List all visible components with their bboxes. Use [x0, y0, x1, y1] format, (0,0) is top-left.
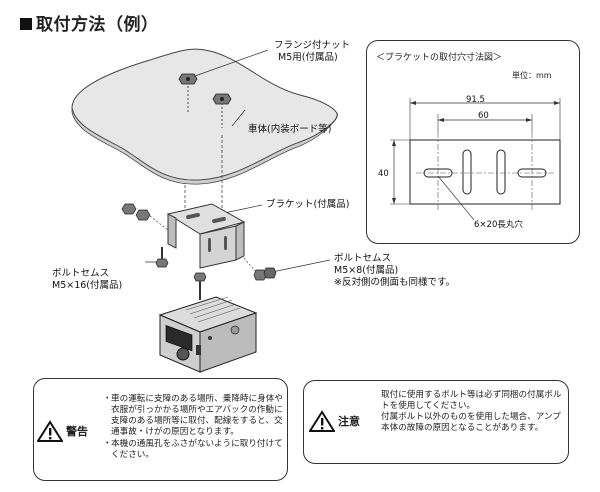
bracket-label: ブラケット(付属品) — [266, 199, 350, 210]
bolt-m5x16-icon — [155, 247, 169, 268]
bracket-dimension-box — [366, 40, 580, 244]
flange-nut-label: フランジ付ナット M5用(付属品) — [274, 40, 350, 64]
bolt-right-label: ボルトセムス M5×8(付属品) ※反対側の側面も同様です。 — [334, 253, 455, 289]
caution-text: 取付に使用するボルト等は必ず同梱の付属ボルトを使用してください。 付属ボルト以外… — [381, 390, 567, 434]
bracket-dimension-drawing — [390, 98, 561, 221]
flange-nut-label-line1: フランジ付ナット — [274, 40, 351, 51]
bolt-left-label-line2: M5×16(付属品) — [52, 280, 123, 291]
caution-triangle-icon — [309, 410, 335, 432]
caution-box — [303, 380, 569, 464]
title-marker-icon — [20, 18, 32, 30]
amplifier-unit-icon — [158, 296, 258, 373]
dim-height: 40 — [378, 169, 389, 179]
vehicle-board — [71, 48, 338, 181]
bolt-right-label-line2: M5×8(付属品) — [334, 265, 399, 276]
warning-triangle-icon — [37, 420, 63, 442]
bolt-left-label: ボルトセムス M5×16(付属品) — [52, 268, 122, 292]
warning-badge: 警告 — [37, 420, 88, 442]
bracket-icon — [166, 203, 246, 269]
bolt-right-label-line3: ※反対側の側面も同様です。 — [334, 277, 456, 288]
caution-line-2: 付属ボルト以外のものを使用した場合、アンプ本体の故障の原因となることがあります。 — [381, 412, 561, 433]
caution-line-1: 取付に使用するボルト等は必ず同梱の付属ボルトを使用してください。 — [381, 390, 562, 411]
page-title-text: 取付方法（例） — [36, 15, 159, 35]
dimension-title: ＜ブラケットの取付穴寸法図＞ — [376, 53, 503, 63]
caution-badge: 注意 — [309, 410, 360, 432]
bolt-right-label-line1: ボルトセムス — [334, 253, 392, 264]
dimension-unit: 単位：mm — [512, 71, 552, 80]
warning-text: ・車の運転に支障のある場所、乗降時に身体や衣服が引っかかる場所やエアバックの作動… — [103, 394, 283, 462]
dim-width-outer: 91.5 — [466, 95, 485, 105]
caution-label: 注意 — [338, 415, 360, 428]
page-title: 取付方法（例） — [20, 10, 159, 35]
warning-item-2: 本機の通風孔をふさがないように取り付けてください。 — [111, 439, 283, 460]
warning-item: ・本機の通風孔をふさがないように取り付けてください。 — [103, 439, 283, 460]
warning-box — [33, 378, 288, 481]
dim-width-inner: 60 — [478, 111, 489, 121]
vehicle-label: 車体(内装ボード等) — [248, 124, 332, 135]
bolt-left-label-line1: ボルトセムス — [52, 268, 110, 279]
dim-hole-label: 6×20長丸穴 — [474, 220, 523, 230]
warning-item: ・車の運転に支障のある場所、乗降時に身体や衣服が引っかかる場所やエアバックの作動… — [103, 394, 283, 437]
bolt-m5x8-icon — [253, 267, 277, 281]
flange-nut-label-line2: M5用(付属品) — [278, 52, 338, 63]
warning-item-1: 車の運転に支障のある場所、乗降時に身体や衣服が引っかかる場所やエアバックの作動に… — [111, 394, 283, 437]
warning-label: 警告 — [66, 425, 88, 438]
